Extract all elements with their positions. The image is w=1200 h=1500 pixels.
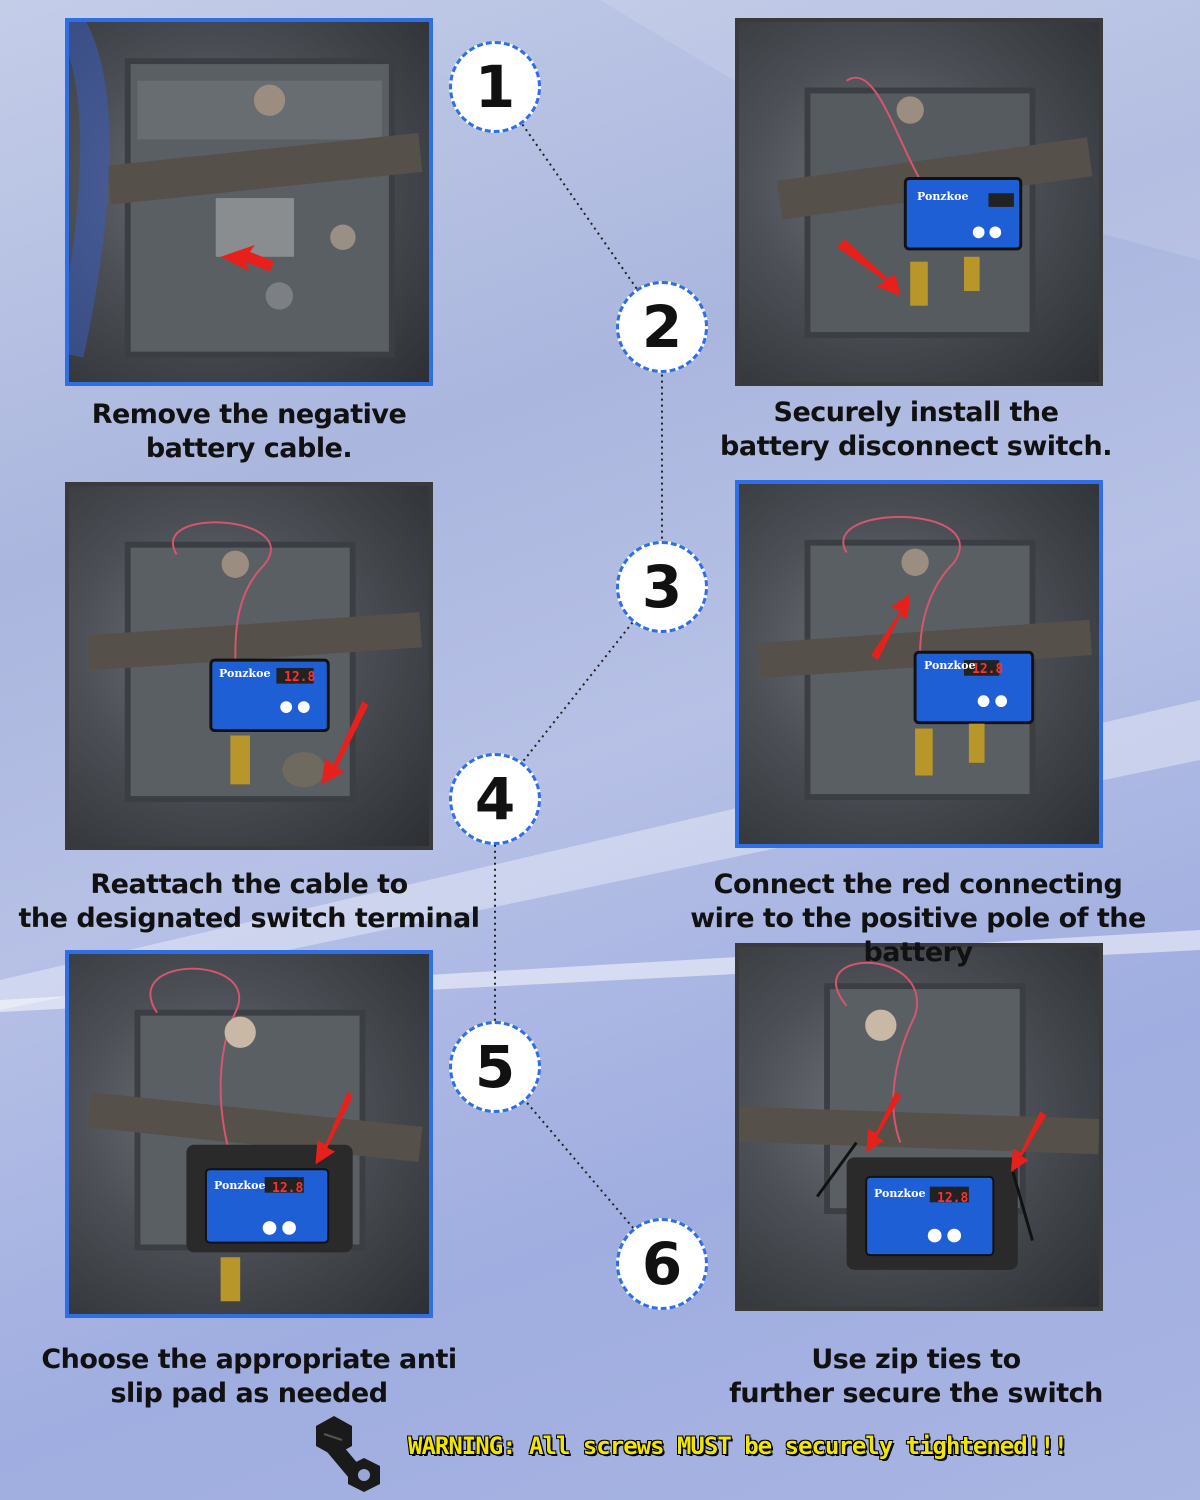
device-brand-label: Ponzkoe	[924, 659, 976, 672]
step-2-caption: Securely install the battery disconnect …	[720, 397, 1112, 462]
red-arrow-icon	[871, 593, 911, 661]
device-brand-label: Ponzkoe	[214, 1179, 266, 1192]
step-3-caption: Connect the red connecting wire to the p…	[690, 869, 1146, 968]
step-number-3: 3	[616, 541, 708, 633]
device-brand-label: Ponzkoe	[874, 1187, 926, 1200]
red-arrow-icon	[866, 1091, 1047, 1172]
device-display: 12.8	[972, 662, 1004, 677]
device-display: 12.8	[937, 1191, 969, 1206]
red-arrow-icon	[321, 701, 369, 785]
device-display: 12.8	[272, 1181, 304, 1196]
step-number-6: 6	[616, 1218, 708, 1310]
bolt-nut-icon	[316, 1416, 380, 1492]
step-number-2: 2	[616, 281, 708, 373]
warning-text: WARNING: All screws MUST be securely tig…	[408, 1432, 1068, 1460]
step-6-photo: 12.8 Ponzkoe	[735, 943, 1103, 1311]
step-4-caption: Reattach the cable to the designated swi…	[18, 869, 480, 934]
red-arrow-icon	[220, 245, 275, 272]
step-1-caption: Remove the negative battery cable.	[91, 399, 407, 464]
step-3-photo: 12.8 Ponzkoe	[735, 480, 1103, 848]
step-number-1: 1	[449, 41, 541, 133]
step-5-caption: Choose the appropriate anti slip pad as …	[41, 1344, 457, 1409]
red-arrow-icon	[315, 1090, 353, 1165]
step-5-photo: 12.8 Ponzkoe	[65, 950, 433, 1318]
device-display: 12.8	[284, 670, 316, 685]
step-4-photo: 12.8 Ponzkoe	[65, 482, 433, 850]
step-6-caption: Use zip ties to further secure the switc…	[729, 1344, 1103, 1409]
step-number-5: 5	[449, 1021, 541, 1113]
red-arrow-icon	[836, 239, 901, 296]
device-brand-label: Ponzkoe	[917, 190, 969, 203]
step-2-photo: Ponzkoe	[735, 18, 1103, 386]
step-number-4: 4	[449, 753, 541, 845]
step-1-photo	[65, 18, 433, 386]
device-brand-label: Ponzkoe	[219, 667, 271, 680]
